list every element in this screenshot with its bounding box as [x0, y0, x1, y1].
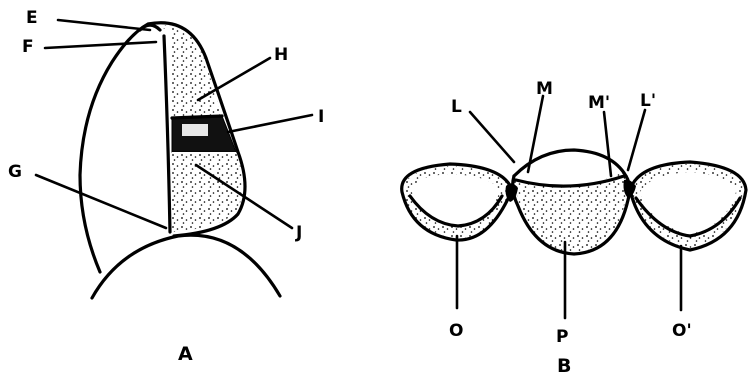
figure-b: L M M' L' O P O' B — [402, 79, 746, 374]
label-l-prime: L' — [640, 91, 656, 111]
label-p: P — [556, 327, 568, 347]
leader-l — [470, 112, 514, 162]
leader-m-prime — [604, 112, 611, 176]
leader-f — [45, 42, 156, 48]
label-o-prime: O' — [672, 321, 692, 341]
leader-l-prime — [628, 110, 645, 170]
label-g: G — [8, 162, 22, 182]
leader-i — [228, 115, 312, 132]
label-m-prime: M' — [588, 93, 610, 113]
label-j: J — [295, 223, 302, 243]
label-h: H — [274, 45, 288, 65]
label-e: E — [26, 8, 38, 28]
leader-e — [58, 20, 150, 30]
figure-a: E F G H I J A — [8, 8, 324, 365]
caption-b: B — [557, 355, 571, 374]
label-o: O — [449, 321, 463, 341]
band-top-edge — [172, 116, 222, 118]
label-l: L — [451, 97, 462, 117]
inner-boundary — [164, 36, 170, 232]
label-m: M — [536, 79, 553, 99]
region-i-light-patch — [182, 124, 208, 136]
base-curve — [92, 235, 280, 298]
caption-a: A — [178, 343, 193, 365]
label-f: F — [22, 37, 34, 57]
leader-g — [36, 175, 166, 228]
label-i: I — [318, 107, 324, 127]
